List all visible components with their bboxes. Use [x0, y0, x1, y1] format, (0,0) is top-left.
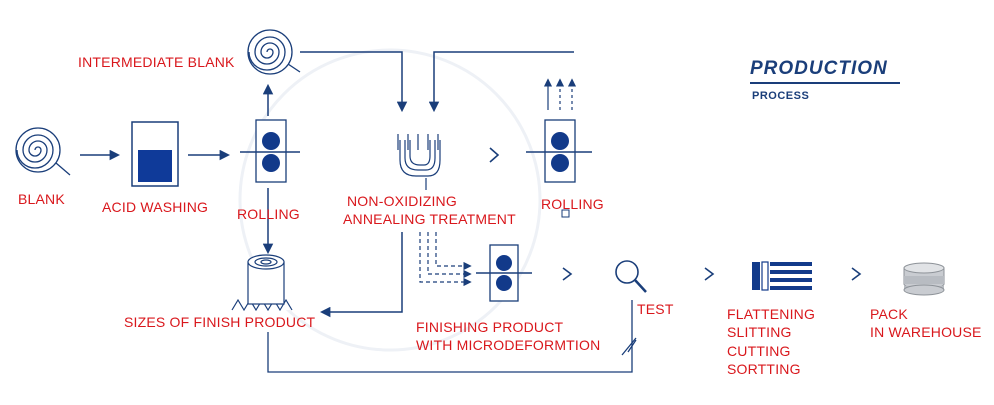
label-intermediate-blank: INTERMEDIATE BLANK [78, 54, 235, 70]
stacked-coils-icon [903, 262, 945, 296]
label-annealing-line1: NON-OXIDIZING [347, 193, 457, 209]
chevron-right-icon [489, 147, 500, 163]
chevron-right-icon [704, 267, 715, 281]
up-arrows-icon [543, 78, 577, 110]
paper-roll-icon [231, 254, 293, 312]
annealing-furnace-icon [397, 134, 441, 190]
blank-coil-icon [15, 127, 71, 176]
return-line [267, 300, 633, 373]
page-title: PRODUCTION [750, 58, 888, 79]
label-cutting: CUTTING [727, 343, 791, 359]
chevron-right-icon [562, 267, 573, 281]
marker-icon [621, 337, 637, 356]
label-acid-washing: ACID WASHING [102, 199, 209, 215]
page-subtitle: PROCESS [752, 90, 810, 102]
arrow-intermediate-to-annealing [300, 51, 408, 113]
watermark-circle [238, 48, 542, 352]
small-square-icon [561, 209, 570, 218]
label-finishing-line1: FINISHING PRODUCT [416, 319, 564, 335]
label-blank: BLANK [18, 191, 65, 207]
label-sizes-finish-product: SIZES OF FINISH PRODUCT [124, 314, 316, 330]
label-test: TEST [637, 301, 674, 317]
arrow-return-to-annealing [428, 51, 574, 113]
intermediate-coil-icon [247, 29, 301, 75]
label-rolling-2: ROLLING [541, 196, 604, 212]
roller-icon [526, 119, 592, 183]
label-finishing-line2: WITH MICRODEFORMTION [416, 337, 601, 353]
label-annealing-line2: ANNEALING TREATMENT [343, 211, 516, 227]
slitter-icon [752, 261, 812, 291]
label-in-warehouse: IN WAREHOUSE [870, 324, 982, 340]
roller-icon [476, 244, 532, 302]
dashed-lines-to-finishing [419, 232, 472, 287]
label-flattening: FLATTENING [727, 306, 816, 322]
roller-icon [240, 119, 300, 183]
label-rolling-1: ROLLING [237, 206, 300, 222]
arrow-annealing-to-sizes [319, 232, 403, 318]
label-slitting: SLITTING [727, 324, 792, 340]
magnifier-icon [615, 260, 647, 293]
label-sortting: SORTTING [727, 361, 801, 377]
chevron-right-icon [851, 267, 862, 281]
label-pack: PACK [870, 306, 908, 322]
acid-tank-icon [131, 121, 179, 187]
